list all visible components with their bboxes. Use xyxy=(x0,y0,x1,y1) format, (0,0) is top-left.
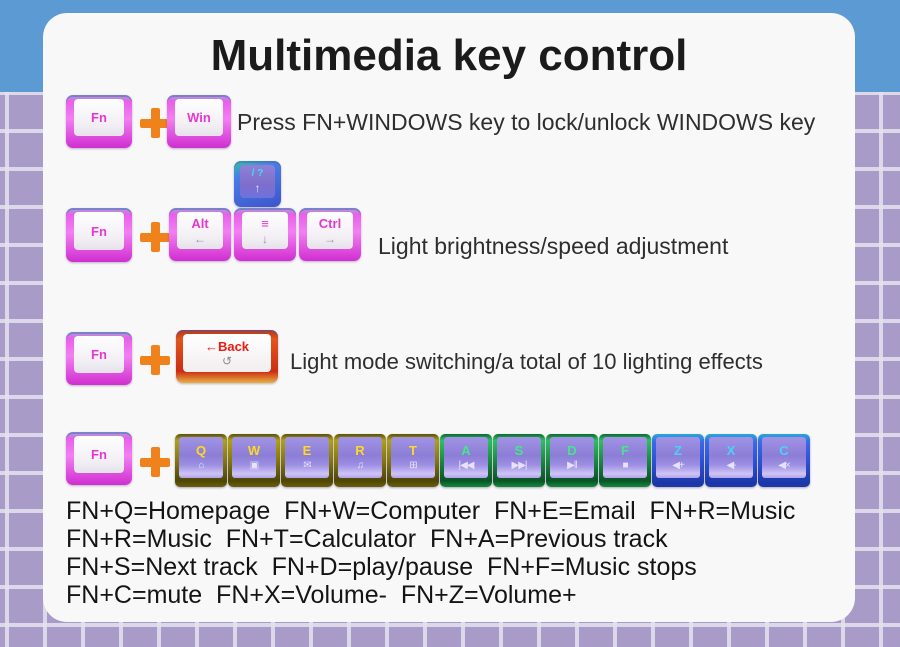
key-letter: W xyxy=(247,443,261,458)
row2-description: Light brightness/speed adjustment xyxy=(378,233,729,259)
legend-line-2: FN+R=Music FN+T=Calculator FN+A=Previous… xyxy=(66,525,668,553)
row3-description: Light mode switching/a total of 10 light… xyxy=(290,349,763,374)
plus-icon xyxy=(140,222,170,252)
right-arrow-icon: → xyxy=(324,231,336,246)
key-e: E✉ xyxy=(281,434,333,487)
plus-icon xyxy=(140,108,170,138)
key-letter: Z xyxy=(674,443,682,458)
cycle-icon: ↺ xyxy=(221,353,233,368)
key-letter: D xyxy=(567,443,577,458)
fn-key-label: Fn xyxy=(91,447,107,462)
up-arrow-key: / ? ↑ xyxy=(234,161,281,207)
key-f: F■ xyxy=(599,434,651,487)
alt-key: Alt ← xyxy=(169,208,231,261)
previous-track-icon: |◀◀ xyxy=(458,460,475,471)
fn-key-row1: Fn xyxy=(66,95,132,148)
slash-question-label: / ? xyxy=(251,168,264,179)
fn-key-row4: Fn xyxy=(66,432,132,485)
fn-key-row3: Fn xyxy=(66,332,132,385)
key-t: T⊞ xyxy=(387,434,439,487)
key-letter: S xyxy=(514,443,524,458)
menu-key-label: ≡ xyxy=(261,215,269,231)
key-x: X ◀- xyxy=(705,434,757,487)
menu-key: ≡ ↓ xyxy=(234,208,296,261)
volume-up-icon: ◀+ xyxy=(672,460,684,471)
fn-combo-legend: FN+Q=Homepage FN+W=Computer FN+E=Email F… xyxy=(66,497,795,609)
down-arrow-icon: ↓ xyxy=(262,231,268,246)
plus-icon xyxy=(140,345,170,375)
key-s: S ▶▶| xyxy=(493,434,545,487)
row1-description: Press FN+WINDOWS key to lock/unlock WIND… xyxy=(237,109,816,135)
multimedia-key-row: Q⌂W▣E✉R♫T⊞A|◀◀S▶▶|D▶‖F■Z◀+X◀-C◀× xyxy=(175,434,815,487)
fn-key-row2: Fn xyxy=(66,208,132,262)
music-icon: ♫ xyxy=(356,460,364,471)
calculator-icon: ⊞ xyxy=(409,460,417,471)
ctrl-key: Ctrl → xyxy=(299,208,361,261)
content-card: Multimedia key control Fn Win Press FN+W… xyxy=(43,13,855,622)
page-title: Multimedia key control xyxy=(210,31,688,80)
fn-key-label: Fn xyxy=(91,110,107,125)
key-a: A |◀◀ xyxy=(440,434,492,487)
stop-icon: ■ xyxy=(622,460,628,471)
key-letter: A xyxy=(461,443,471,458)
key-letter: Q xyxy=(195,443,207,458)
fn-key-label: Fn xyxy=(91,347,107,362)
ctrl-key-label: Ctrl xyxy=(318,215,342,231)
back-key: ←Back ↺ xyxy=(176,330,278,383)
mute-icon: ◀× xyxy=(778,460,790,471)
back-key-label: ←Back xyxy=(204,338,250,354)
key-z: Z ◀+ xyxy=(652,434,704,487)
fn-key-label: Fn xyxy=(91,223,107,239)
left-arrow-icon: ← xyxy=(194,231,206,246)
next-track-icon: ▶▶| xyxy=(511,460,528,471)
up-arrow-icon: ↑ xyxy=(254,181,261,195)
play-pause-icon: ▶‖ xyxy=(567,460,578,471)
key-letter: R xyxy=(355,443,365,458)
alt-key-label: Alt xyxy=(191,215,209,231)
key-r: R♫ xyxy=(334,434,386,487)
email-icon: ✉ xyxy=(303,460,311,471)
key-q: Q⌂ xyxy=(175,434,227,487)
home-icon: ⌂ xyxy=(198,460,204,471)
computer-icon: ▣ xyxy=(249,460,260,471)
legend-line-3: FN+S=Next track FN+D=play/pause FN+F=Mus… xyxy=(66,553,697,581)
key-w: W▣ xyxy=(228,434,280,487)
key-letter: C xyxy=(779,443,789,458)
plus-icon xyxy=(140,447,170,477)
key-letter: E xyxy=(302,443,312,458)
key-letter: F xyxy=(621,443,629,458)
win-key-label: Win xyxy=(187,110,211,125)
key-c: C ◀× xyxy=(758,434,810,487)
win-key: Win xyxy=(167,95,231,148)
key-letter: X xyxy=(726,443,736,458)
key-letter: T xyxy=(409,443,417,458)
key-d: D ▶‖ xyxy=(546,434,598,487)
legend-line-4: FN+C=mute FN+X=Volume- FN+Z=Volume+ xyxy=(66,581,577,609)
legend-line-1: FN+Q=Homepage FN+W=Computer FN+E=Email F… xyxy=(66,497,796,525)
volume-down-icon: ◀- xyxy=(726,460,736,471)
